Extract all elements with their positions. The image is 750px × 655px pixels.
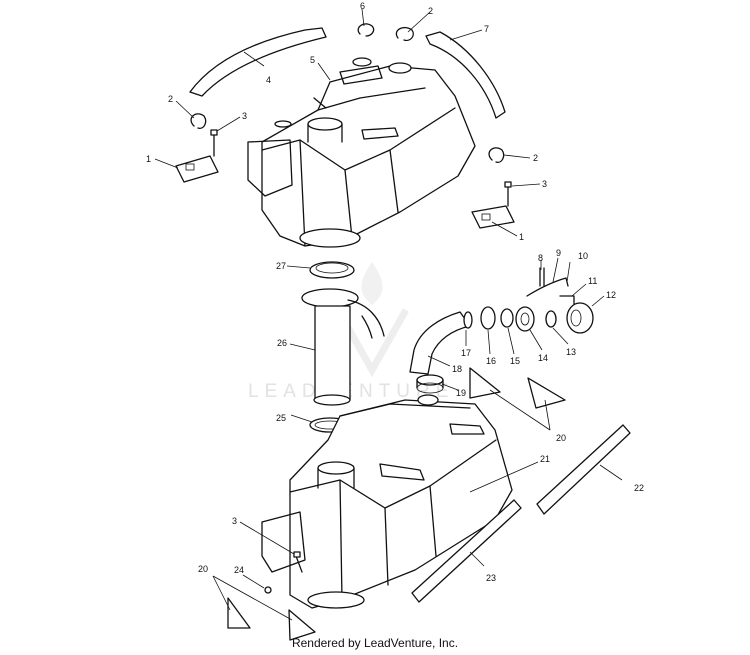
tank-fitting [416,374,444,394]
filler-nut [480,306,496,330]
footer-credit: Rendered by LeadVenture, Inc. [291,636,459,650]
callout-15: 15 [510,356,520,366]
callout-17: 17 [461,348,471,358]
callout-3-right: 3 [542,179,547,189]
tether-loop [539,267,545,287]
strap-right [425,31,506,119]
callout-21: 21 [540,454,550,464]
pad-triangle-2 [527,377,566,409]
tank-pad-lower [411,499,522,603]
callout-3-upper: 3 [242,111,247,121]
tank-pad-upper [536,424,631,515]
callout-2-left: 2 [168,94,173,104]
callout-10: 10 [578,251,588,261]
hose-clamp [463,311,473,329]
callout-20-right: 20 [556,433,566,443]
callout-12: 12 [606,290,616,300]
callout-13: 13 [566,347,576,357]
callout-3-lower: 3 [232,516,237,526]
callout-5: 5 [310,55,315,65]
filler-washer [500,308,514,328]
pump-lock-ring [309,261,355,279]
cap-tether [526,277,569,297]
callout-20-left: 20 [198,564,208,574]
callout-9: 9 [556,248,561,258]
callout-25: 25 [276,413,286,423]
callout-19: 19 [456,388,466,398]
clip-lower [264,586,272,594]
filler-neck [515,306,535,332]
callout-18: 18 [452,364,462,374]
callout-1-right: 1 [519,232,524,242]
leader-lines [154,8,623,621]
callout-7: 7 [484,24,489,34]
upper-fuel-tank [247,57,476,248]
callout-11: 11 [588,276,597,286]
tether-clip [559,295,575,305]
callout-23: 23 [486,573,496,583]
screw-lower [293,551,303,573]
clip-2-right [488,147,505,163]
callout-4: 4 [266,75,271,85]
callout-24: 24 [234,565,244,575]
callout-2-right: 2 [533,153,538,163]
clip-6 [357,23,375,37]
screw-upper-right [504,181,512,207]
clip-2-left [190,113,207,129]
callout-16: 16 [486,356,496,366]
clip-2-top [395,26,414,42]
callout-22: 22 [634,483,644,493]
lower-fuel-tank [261,394,513,609]
callout-1-upper: 1 [146,154,151,164]
callout-27: 27 [276,261,286,271]
fuel-cap [566,302,594,334]
filler-hose [409,311,471,375]
callout-2-top: 2 [428,6,433,16]
callout-26: 26 [277,338,287,348]
callout-14: 14 [538,353,548,363]
bracket-right [471,205,515,229]
pad-triangle-4 [288,609,316,641]
strap-left [189,27,327,97]
bracket-left [175,155,219,183]
fuel-pump [301,288,385,406]
pad-triangle-3 [227,597,251,629]
pad-triangle-1 [469,367,501,399]
cap-gasket [545,310,557,328]
callout-8: 8 [538,253,543,263]
screw-upper-left [210,129,218,157]
callouts: 1 1 2 2 2 3 3 3 4 5 6 7 8 9 10 11 12 13 … [146,1,644,583]
callout-6: 6 [360,1,365,11]
